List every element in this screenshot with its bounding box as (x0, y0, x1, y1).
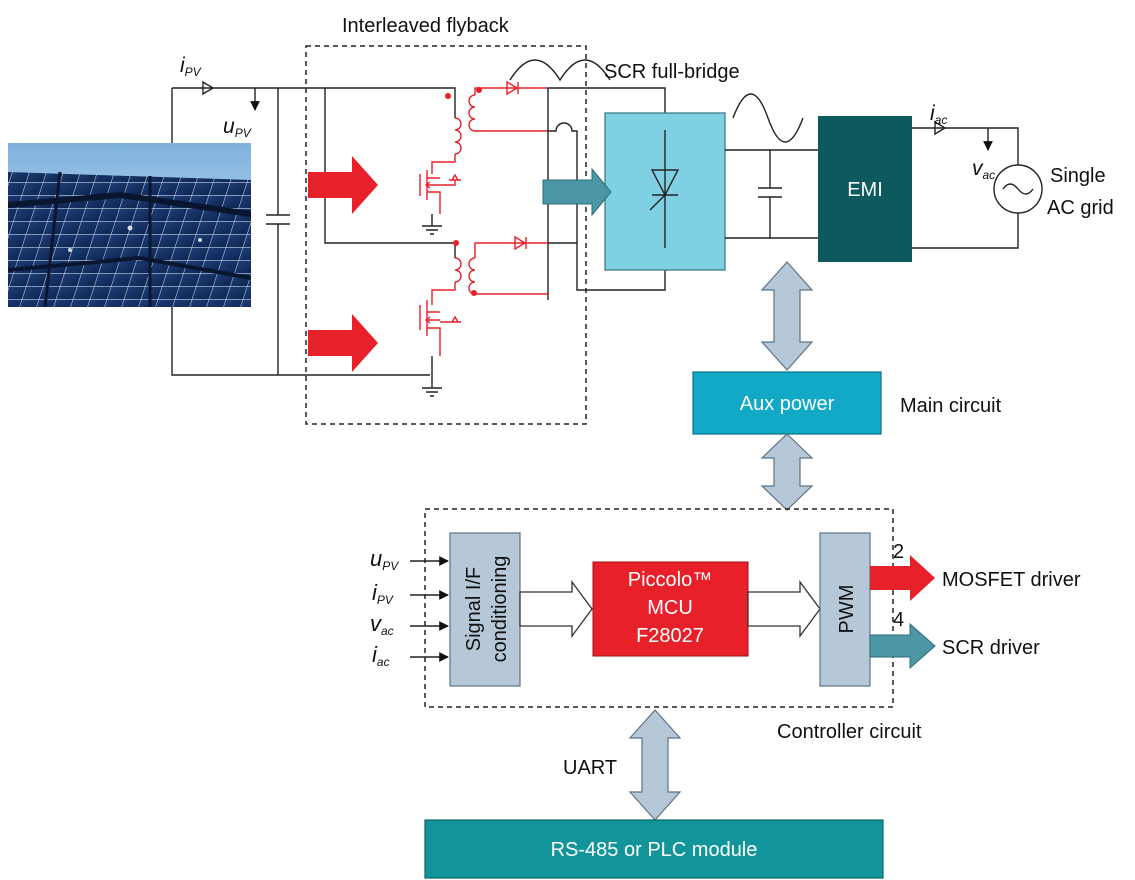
bottom-gate-drive-arrow (308, 314, 378, 372)
controller-circuit-boundary (424, 508, 894, 708)
upv-label: uPV (223, 115, 252, 140)
output-filter (725, 149, 818, 239)
single-ac-grid-label-line2: AC grid (1047, 197, 1114, 219)
ipv-label: iPV (180, 54, 202, 79)
scr-thyristor-icon (649, 130, 680, 248)
vac-label: vac (972, 157, 995, 182)
bridge-aux-bidirectional-arrow (760, 261, 814, 371)
solar-panel-image (8, 143, 251, 307)
single-ac-grid-label-line1: Single (1050, 165, 1106, 187)
mosfet-driver-label: MOSFET driver (942, 569, 1081, 591)
mcu-block (592, 561, 749, 657)
sine-waveform (732, 93, 804, 143)
scr-count-label: 4 (893, 609, 904, 631)
uart-bidirectional-arrow (628, 709, 682, 821)
main-circuit-label: Main circuit (900, 395, 1002, 417)
signal-conditioning-label-line2: conditioning (489, 556, 511, 663)
emi-block (818, 116, 912, 262)
interleaved-flyback-boundary (305, 45, 587, 425)
signal-conditioning-block (449, 532, 521, 687)
iac-label: iac (930, 102, 947, 127)
conditioning-to-mcu-arrow (519, 580, 593, 638)
input-vac-label: vac (370, 611, 394, 638)
mosfet-count-label: 2 (893, 541, 904, 563)
emi-label: EMI (847, 179, 883, 201)
pv-input-wiring (171, 80, 430, 376)
aux-power-label: Aux power (740, 393, 835, 415)
grid-wiring (912, 120, 1019, 249)
rs485-plc-module-block (424, 819, 884, 879)
top-gate-drive-arrow (308, 156, 378, 214)
scr-driver-arrow (869, 622, 936, 670)
aux-controller-bidirectional-arrow (760, 433, 814, 511)
signal-conditioning-label-line1: Signal I/F (463, 567, 485, 651)
rs485-plc-module-label: RS-485 or PLC module (551, 839, 758, 861)
input-iac-label: iac (372, 642, 390, 669)
scr-gate-arrow (542, 167, 612, 217)
input-upv-label: uPV (370, 546, 399, 573)
ac-source-icon (993, 164, 1043, 214)
rectified-waveform (509, 59, 611, 82)
input-ipv-label: iPV (372, 580, 394, 607)
mcu-label-line1: Piccolo™ (628, 569, 712, 591)
mcu-label-line3: F28027 (636, 625, 704, 647)
controller-circuit-label: Controller circuit (777, 721, 922, 743)
interleaved-flyback-label: Interleaved flyback (342, 15, 510, 37)
controller-inputs (410, 556, 449, 662)
scr-driver-label: SCR driver (942, 637, 1040, 659)
pwm-block (819, 532, 871, 687)
pwm-label: PWM (836, 585, 858, 634)
mcu-to-pwm-arrow (747, 580, 821, 638)
uart-label: UART (563, 757, 617, 779)
mcu-label-line2: MCU (647, 597, 693, 619)
mosfet-driver-arrow (870, 555, 935, 601)
scr-full-bridge-label: SCR full-bridge (604, 61, 740, 83)
